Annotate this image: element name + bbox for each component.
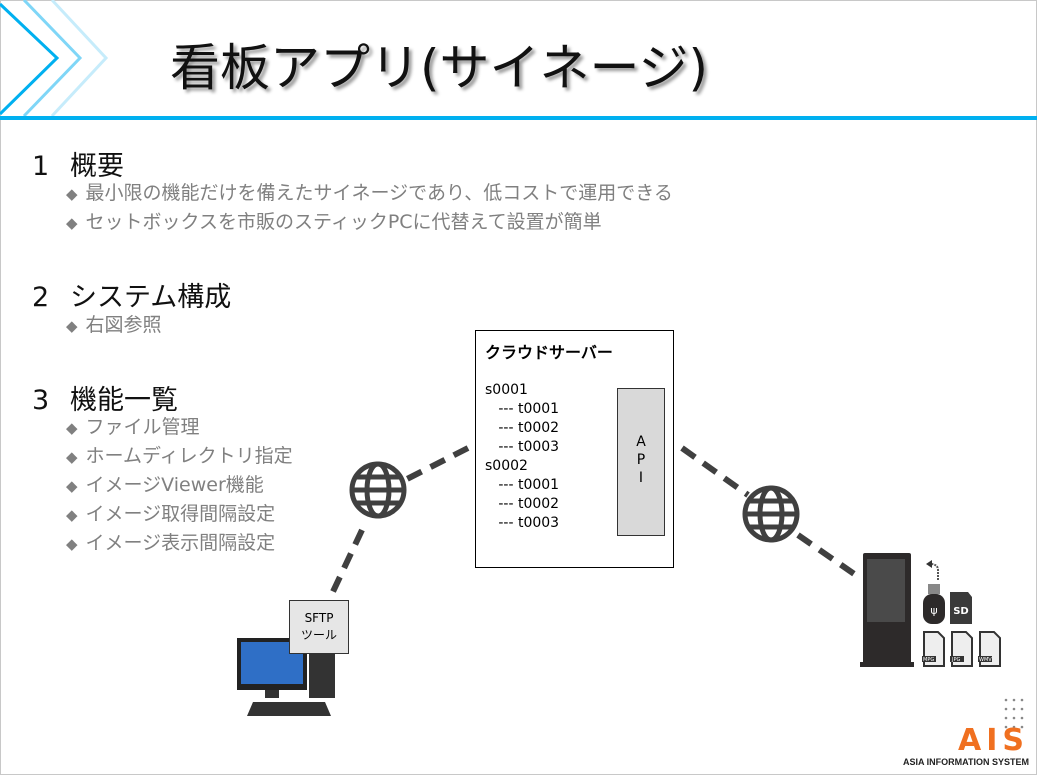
signage-kiosk-icon: ψ SD MPG JPG WMV: [860, 553, 1001, 667]
bullet-item: ◆ファイル管理: [66, 416, 200, 438]
header-divider: [0, 116, 1037, 120]
file-label: MPG: [923, 657, 934, 663]
api-box: A P I: [617, 388, 665, 536]
sftp-text: SFTP: [304, 611, 334, 625]
globe-icon: [349, 461, 407, 519]
bullet-item: ◆最小限の機能だけを備えたサイネージであり、低コストで運用できる: [66, 182, 673, 204]
overview-bullets: ◆最小限の機能だけを備えたサイネージであり、低コストで運用できる ◆セットボック…: [66, 179, 673, 237]
globe-icon: [742, 485, 800, 543]
system-bullets: ◆右図参照: [66, 311, 162, 340]
sd-card-label: SD: [953, 606, 969, 617]
file-label: WMV: [979, 657, 992, 663]
file-label: JPG: [951, 657, 960, 663]
api-letter: I: [638, 470, 644, 486]
cloud-server-title: クラウドサーバー: [485, 343, 613, 362]
usb-icon: ψ: [930, 604, 937, 617]
bullet-item: ◆右図参照: [66, 314, 162, 336]
tool-text: ツール: [300, 628, 337, 642]
company-name: ASIA INFORMATION SYSTEM: [903, 757, 1029, 767]
bullet-item: ◆ホームディレクトリ指定: [66, 445, 293, 467]
api-letter: P: [636, 452, 646, 468]
bullet-item: ◆イメージ取得間隔設定: [66, 503, 276, 525]
bullet-item: ◆イメージ表示間隔設定: [66, 532, 276, 554]
features-bullets: ◆ファイル管理 ◆ホームディレクトリ指定 ◆イメージViewer機能 ◆イメージ…: [66, 413, 293, 558]
api-letter: A: [636, 434, 646, 450]
chevron-decoration-icon: [0, 0, 109, 118]
page-title: 看板アプリ(サイネージ): [170, 39, 709, 97]
sftp-tool-label: SFTP ツール: [289, 600, 349, 654]
bullet-item: ◆イメージViewer機能: [66, 474, 264, 496]
bullet-item: ◆セットボックスを市販のスティックPCに代替えて設置が簡単: [66, 211, 602, 233]
company-logo: AIS: [958, 723, 1029, 758]
logo-dots: [1004, 698, 1024, 729]
directory-tree: s0001 --- t0001 --- t0002 --- t0003 s000…: [485, 382, 560, 531]
